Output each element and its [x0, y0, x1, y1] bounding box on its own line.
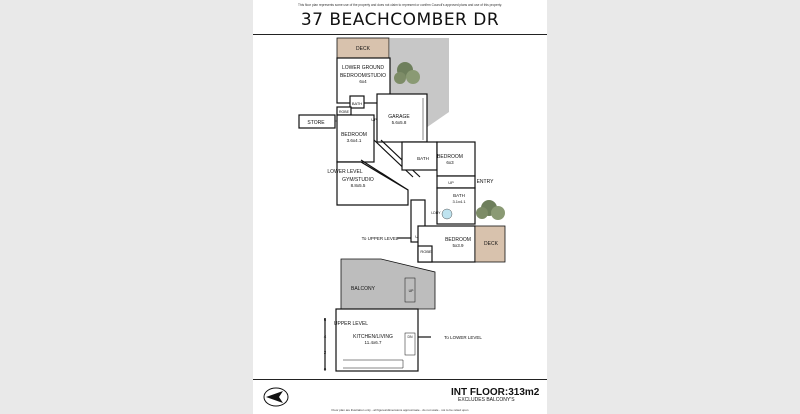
store-room: [298, 114, 336, 129]
garage-room: [376, 93, 428, 143]
upper-level-label: UPPER LEVEL: [334, 321, 368, 327]
robe-small-label: ROBE: [339, 110, 350, 114]
up-mid-label: UP: [371, 117, 377, 122]
bath-c-dim: 3.1x4.1: [452, 199, 466, 204]
robe-c-label: ROBE: [420, 249, 432, 254]
area-total: INT FLOOR:313m2: [451, 387, 540, 398]
disclaimer-text: This floor plan represents some use of t…: [298, 3, 502, 7]
bedroom-c-room: [417, 225, 476, 263]
store-label: STORE: [307, 120, 325, 126]
gym-studio-room: [336, 161, 409, 206]
bedroom-b-label: BEDROOM: [437, 154, 463, 160]
robe-c-room: [417, 245, 433, 263]
scale-mark-6: 6: [324, 317, 327, 322]
title-divider: [253, 34, 547, 35]
bath-c-label: BATH: [453, 193, 465, 198]
footnote-text: Floor plan are illustration only - all f…: [331, 408, 469, 412]
entry-label: ENTRY: [477, 179, 495, 185]
lower-level-label: LOWER LEVEL: [327, 169, 363, 175]
tree-icon: [394, 62, 420, 84]
bedroom-a-label: BEDROOM: [341, 132, 367, 138]
bath-mid-room: [401, 141, 438, 171]
tree-icon: [476, 200, 505, 220]
bath-small-room: [349, 95, 365, 109]
page-title: 37 BEACHCOMBER DR: [300, 10, 500, 30]
kitchen-living-room: [335, 308, 419, 372]
floor-plan: DECK LOWER GROUND BEDROOM/STUDIO 6x4 BAT…: [298, 37, 506, 372]
area-note: EXCLUDES BALCONY'S: [458, 397, 515, 403]
scale-mark-0: 0: [324, 367, 327, 372]
bedroom-a-dim: 3.6x4.1: [347, 138, 362, 143]
kitchen-dim: 11.4x6.7: [365, 340, 382, 345]
garage-label: GARAGE: [388, 114, 410, 120]
up-top-label: UP: [409, 289, 415, 293]
garage-dim: 5.6x5.8: [392, 120, 407, 125]
balcony-label: BALCONY: [351, 286, 376, 292]
gym-dim: 8.8x5.5: [351, 183, 366, 188]
scale-mark-2: 2: [324, 350, 327, 355]
bedroom-studio-label: BEDROOM/STUDIO: [340, 73, 386, 79]
bedroom-studio-dim: 6x4: [359, 79, 367, 84]
balcony-area: [340, 258, 436, 310]
bedroom-c-dim: 5x3.9: [452, 243, 464, 248]
scale-mark-4: 4: [324, 334, 327, 339]
entry-room: [436, 175, 476, 189]
kitchen-living-label: KITCHEN/LIVING: [353, 334, 393, 340]
deck-right-label: DECK: [484, 241, 499, 247]
to-lower-label: To LOWER LEVEL: [444, 335, 482, 340]
north-arrow-icon: [263, 387, 289, 412]
up-entry-label: UP: [448, 180, 454, 185]
bath-mid-label: BATH: [417, 156, 429, 161]
gym-studio-label: GYM/STUDIO: [342, 177, 374, 183]
bedroom-c-label: BEDROOM: [445, 237, 471, 243]
bath-small-label: BATH: [352, 101, 362, 106]
to-upper-label: To UPPER LEVEL: [362, 236, 399, 241]
dn-label: DN: [407, 335, 413, 339]
bath-c-room: [436, 187, 476, 225]
lower-ground-label: LOWER GROUND: [342, 65, 384, 71]
bedroom-b-dim: 6x3: [446, 160, 454, 165]
footer-divider: [253, 379, 547, 380]
deck-right: [474, 225, 506, 263]
laundry-label: LDRY: [431, 211, 441, 215]
bedroom-b-room: [436, 141, 476, 177]
deck-top-label: DECK: [356, 46, 371, 52]
